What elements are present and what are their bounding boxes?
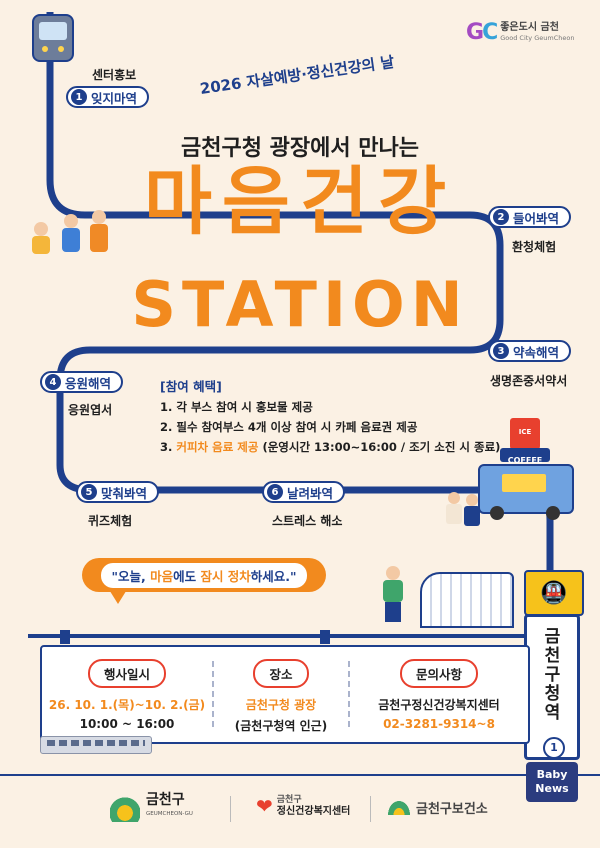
info-contact-phone: 02-3281-9314~8 xyxy=(383,717,495,731)
stop-2-pill: 2 들어봐역 xyxy=(488,206,572,228)
stop-1-name: 잊지마역 xyxy=(91,90,138,106)
station-sign-top: 🚇 xyxy=(524,570,584,616)
subway-train-icon: 🚇 xyxy=(540,580,568,606)
stop-5-name: 맞춰봐역 xyxy=(101,485,148,501)
footer-org2-top: 금천구 xyxy=(276,795,302,805)
geumcheon-emblem-icon xyxy=(110,792,140,822)
footer-divider-1 xyxy=(230,796,231,822)
stop-5-activity: 퀴즈체험 xyxy=(88,514,133,528)
footer-logo-center: ❤ 금천구 정신건강복지센터 xyxy=(256,794,350,818)
benefit-item-3-rest: (운영시간 13:00~16:00 / 조기 소진 시 종료) xyxy=(258,440,501,454)
speech-part-1: "오늘, xyxy=(111,568,151,584)
stop-5-number: 5 xyxy=(81,484,97,500)
stop-4-pill: 4 응원해역 xyxy=(40,371,124,393)
speech-part-4: 잠시 정차 xyxy=(200,568,251,584)
title-main: 마음건강 xyxy=(143,159,457,245)
babynews-text: Baby News xyxy=(535,768,569,795)
footer-org2: 정신건강복지센터 xyxy=(276,806,351,817)
stop-3-pill: 3 약속해역 xyxy=(488,340,572,362)
stop-4-activity: 응원엽서 xyxy=(68,403,113,417)
footer-logo-geumcheon: 금천구 GEUMCHEON-GU xyxy=(110,792,193,822)
stop-5-pill: 5 맞춰봐역 xyxy=(76,481,160,503)
people-illustration xyxy=(28,208,124,254)
stop-2-number: 2 xyxy=(493,209,509,225)
health-center-emblem-icon xyxy=(388,800,410,815)
info-place-value: 금천구청 광장 xyxy=(245,698,317,712)
info-contact-column: 문의사항 금천구정신건강복지센터 02-3281-9314~8 xyxy=(350,647,528,742)
speech-bubble: "오늘, 마음에도 잠시 정차하세요." xyxy=(82,558,326,592)
info-contact-org: 금천구정신건강복지센터 xyxy=(378,698,500,712)
speech-part-5: 하세요." xyxy=(250,568,297,584)
gc-logo-icon: GC xyxy=(466,20,498,45)
info-date-value: 26. 10. 1.(목)~10. 2.(금) xyxy=(48,698,206,712)
benefit-item-3-highlight: 커피차 음료 제공 xyxy=(176,440,259,454)
speech-text: "오늘, 마음에도 잠시 정차하세요." xyxy=(101,562,307,588)
station-building-illustration xyxy=(420,572,514,628)
stop-6-activity: 스트레스 해소 xyxy=(272,514,343,528)
headline: 금천구청 광장에서 만나는 xyxy=(181,136,419,161)
info-contact-label: 문의사항 xyxy=(399,659,478,688)
benefit-item-3: 3. 커피차 음료 제공 (운영시간 13:00~16:00 / 조기 소진 시… xyxy=(160,439,500,455)
coffee-sign: COFFEE xyxy=(500,448,550,465)
title-station: STATION xyxy=(131,268,469,341)
train-icon xyxy=(32,14,74,62)
stop-6-pill: 6 날려봐역 xyxy=(262,481,346,503)
coffee-truck-illustration xyxy=(478,464,574,520)
coffee-cup-label: ICE xyxy=(518,428,532,436)
info-date-column: 행사일시 26. 10. 1.(목)~10. 2.(금) 10:00 ~ 16:… xyxy=(42,647,212,742)
stop-1-pill: 1 잊지마역 xyxy=(66,86,150,108)
coffee-cup-icon: ICE xyxy=(510,418,540,452)
station-sign: 금천구청역 1 xyxy=(524,614,580,760)
stop-2-name: 들어봐역 xyxy=(513,210,560,226)
stop-2-activity: 환청체험 xyxy=(512,240,557,254)
benefit-item-2: 2. 필수 참여부스 4개 이상 참여 시 카페 음료권 제공 xyxy=(160,420,418,434)
stop-3-activity: 생명존중서약서 xyxy=(490,374,568,388)
stop-1-number: 1 xyxy=(71,89,87,105)
coffee-sign-label: COFFEE xyxy=(507,456,543,465)
info-place-column: 장소 금천구청 광장 (금천구청역 인근) xyxy=(214,647,348,742)
info-time-value: 10:00 ~ 16:00 xyxy=(79,717,175,731)
footer-divider-2 xyxy=(370,796,371,822)
footer-org3: 금천구보건소 xyxy=(416,802,488,817)
station-sign-number: 1 xyxy=(543,737,565,759)
info-divider-1 xyxy=(212,661,214,727)
benefits-title: [참여 혜택] xyxy=(160,379,222,394)
small-train-illustration xyxy=(40,736,152,754)
speech-bubble-tail xyxy=(108,588,128,604)
benefit-item-3-prefix: 3. xyxy=(160,440,177,454)
speech-part-3: 에도 xyxy=(173,568,201,584)
person-binoculars-illustration xyxy=(378,566,406,622)
stop-3-name: 약속해역 xyxy=(513,344,560,360)
stop-6-number: 6 xyxy=(267,484,283,500)
stop-4-name: 응원해역 xyxy=(65,375,112,391)
stop-6-name: 날려봐역 xyxy=(287,485,334,501)
footer-org1-sub: GEUMCHEON-GU xyxy=(146,811,193,817)
footer-logo-health: 금천구보건소 xyxy=(388,798,488,817)
heart-emblem-icon: ❤ xyxy=(256,794,273,818)
benefit-item-1: 1. 각 부스 참여 시 홍보물 제공 xyxy=(160,400,313,414)
people-with-coffee-illustration xyxy=(444,490,484,526)
babynews-badge: Baby News xyxy=(526,762,578,802)
info-place-label: 장소 xyxy=(253,659,309,688)
brand-logo: GC 좋은도시 금천 Good City GeumCheon xyxy=(466,20,574,45)
info-panel: 행사일시 26. 10. 1.(목)~10. 2.(금) 10:00 ~ 16:… xyxy=(40,645,530,744)
info-place-sub: (금천구청역 인근) xyxy=(234,719,328,733)
footer-org1: 금천구 xyxy=(146,792,185,808)
speech-part-2: 마음 xyxy=(150,568,174,584)
stop-4-number: 4 xyxy=(45,374,61,390)
info-divider-2 xyxy=(348,661,350,727)
brand-logo-text: 좋은도시 금천 xyxy=(500,21,559,33)
station-sign-name: 금천구청역 xyxy=(540,627,560,722)
stop-3-number: 3 xyxy=(493,343,509,359)
info-date-label: 행사일시 xyxy=(87,659,166,688)
brand-logo-sub: Good City GeumCheon xyxy=(500,33,575,42)
center-promo-label: 센터홍보 xyxy=(92,68,137,82)
